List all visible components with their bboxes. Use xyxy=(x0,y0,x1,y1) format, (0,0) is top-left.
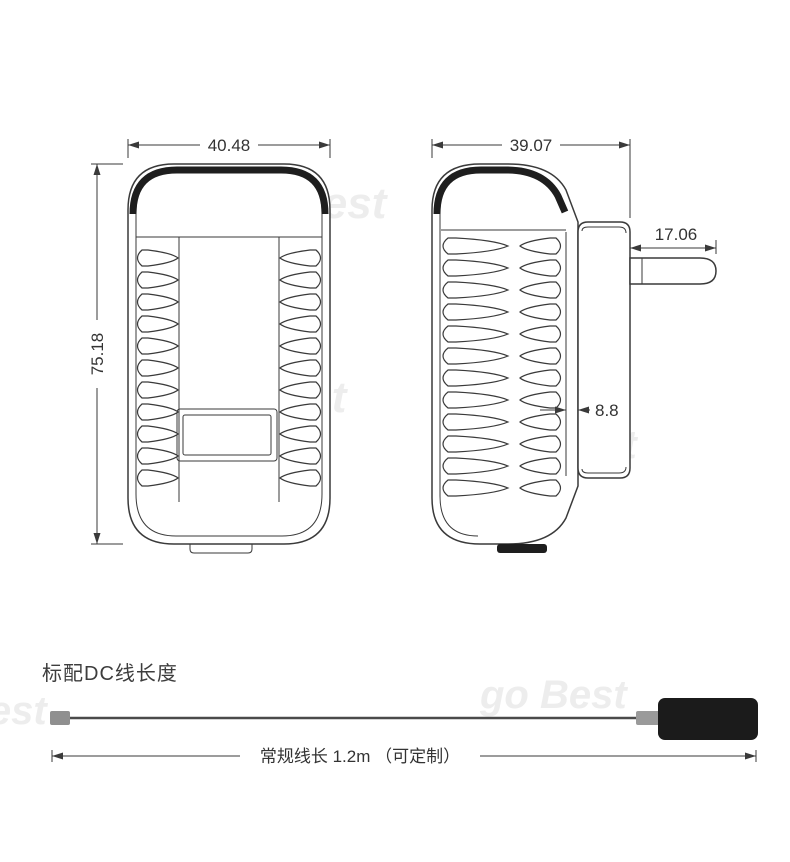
cable-left-connector xyxy=(50,711,70,725)
plug-pin xyxy=(629,257,717,285)
front-width-value: 40.48 xyxy=(208,136,251,155)
arrowhead xyxy=(319,141,330,149)
arrowhead xyxy=(432,141,443,149)
arrowhead xyxy=(619,141,630,149)
watermark-text: go Best xyxy=(479,673,628,717)
cable-length-value: 常规线长 1.2m （可定制） xyxy=(260,747,460,766)
front-top-cap xyxy=(129,166,329,215)
arrowhead xyxy=(745,752,756,760)
arrowhead xyxy=(93,164,101,175)
arrowhead xyxy=(578,406,589,414)
side-bottom-foot xyxy=(497,544,547,553)
arrowhead xyxy=(93,533,101,544)
front-height-dimension: 75.18 xyxy=(88,163,123,545)
front-height-value: 75.18 xyxy=(88,333,107,376)
cable-length-dimension: 常规线长 1.2m （可定制） xyxy=(51,747,757,766)
cable-section: 标配DC线长度 常规线长 1.2m （可定制） xyxy=(42,662,758,766)
arrowhead xyxy=(52,752,63,760)
back-thickness-value: 8.8 xyxy=(595,401,619,420)
watermark-text: Best xyxy=(0,689,48,733)
dc-plug-body xyxy=(658,698,758,740)
pin-length-dimension: 17.06 xyxy=(629,225,717,254)
front-bottom-foot xyxy=(189,543,253,554)
side-depth-dimension: 39.07 xyxy=(431,136,631,218)
front-outer-shell xyxy=(127,163,331,545)
plug-plate-top-edge xyxy=(581,226,627,234)
pin-length-value: 17.06 xyxy=(655,225,698,244)
arrowhead xyxy=(555,406,566,414)
back-thickness-dimension: 8.8 xyxy=(540,401,619,420)
arrowhead xyxy=(128,141,139,149)
arrowhead xyxy=(630,244,641,252)
side-top-cap xyxy=(433,166,569,215)
dc-plug-barrel xyxy=(636,711,662,725)
front-view xyxy=(127,163,331,554)
cable-section-heading: 标配DC线长度 xyxy=(42,662,178,685)
side-depth-value: 39.07 xyxy=(510,136,553,155)
side-view xyxy=(431,163,717,553)
plug-face-plate xyxy=(577,221,631,479)
front-width-dimension: 40.48 xyxy=(127,136,331,158)
arrowhead xyxy=(705,244,716,252)
plug-plate-bottom-edge xyxy=(581,466,627,474)
front-label-plate-inner xyxy=(182,414,272,456)
